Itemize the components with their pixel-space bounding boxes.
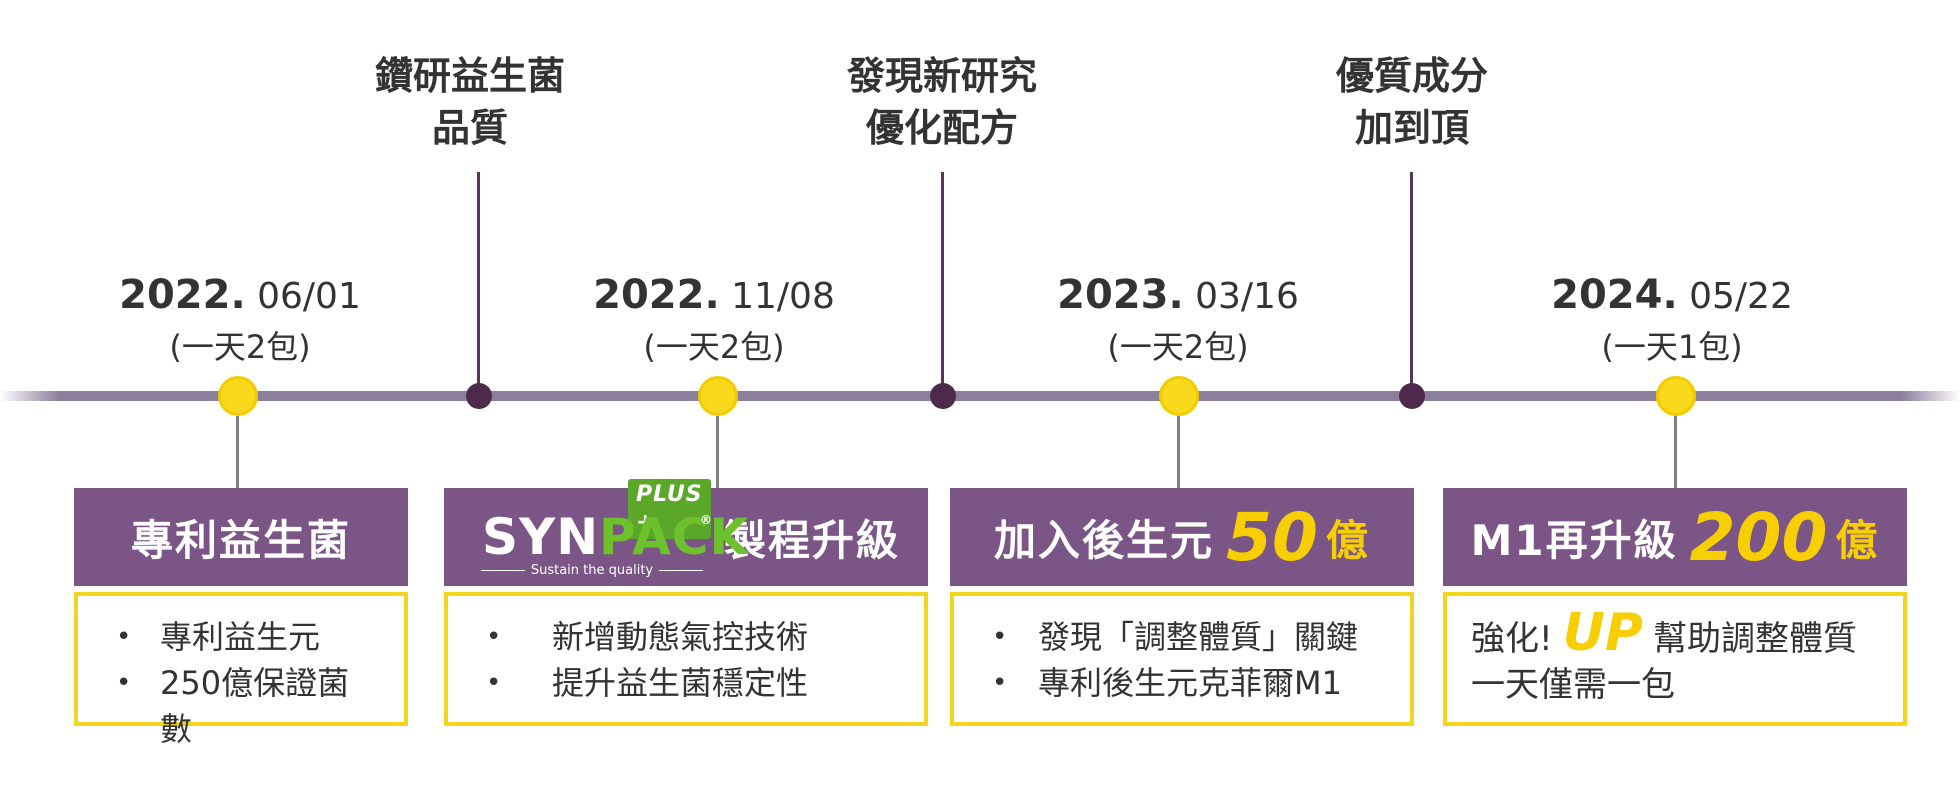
event-day: 05/22 [1689, 276, 1793, 317]
milestone-label: 優質成分 加到頂 [1262, 50, 1562, 154]
event-year: 2023. [1057, 272, 1184, 318]
synpack-logo: PLUS + SYNPACK ® Sustain the quality [472, 479, 748, 585]
card-header-unit: 億 [1835, 515, 1880, 565]
event-day: 03/16 [1195, 276, 1299, 317]
event-dot [698, 376, 738, 416]
milestone-line2: 品質 [431, 106, 508, 150]
event-date: 2022. 11/08 (一天2包) [554, 270, 874, 372]
event-note: (一天1包) [1601, 328, 1743, 366]
event-date: 2024. 05/22 (一天1包) [1512, 270, 1832, 372]
card-header-number: 50 [1226, 498, 1318, 576]
card-header: 加入後生元 50 億 [950, 488, 1414, 586]
card-body-prefix: 強化! [1471, 619, 1553, 659]
card-header-number: 200 [1689, 498, 1828, 576]
event-dot [1159, 376, 1199, 416]
event-note: (一天2包) [643, 328, 785, 366]
event-note: (一天2包) [1107, 328, 1249, 366]
event-dot [218, 376, 258, 416]
milestone-label: 鑽研益生菌 品質 [320, 50, 620, 154]
card-bullet: 專利後生元克菲爾M1 [978, 660, 1386, 706]
card-bullet: 新增動態氣控技術 [472, 614, 900, 660]
event-year: 2022. [119, 272, 246, 318]
card-bullet: 發現「調整體質」關鍵 [978, 614, 1386, 660]
milestone-stem [1410, 172, 1413, 394]
card-header-title: M1再升級 [1470, 515, 1678, 565]
card-body: 專利益生元 250億保證菌數 [74, 592, 408, 748]
event-stem [716, 416, 719, 488]
milestone-stem [941, 172, 944, 394]
event-day: 06/01 [257, 276, 361, 317]
event-year: 2024. [1551, 272, 1678, 318]
milestone-label: 發現新研究 優化配方 [792, 50, 1092, 154]
card-header-title: 加入後生元 [994, 515, 1215, 565]
milestone-line2: 加到頂 [1354, 106, 1469, 150]
synpack-plus-badge: PLUS + [627, 479, 711, 539]
card-header-unit: 億 [1325, 515, 1370, 565]
up-highlight: UP [1562, 603, 1643, 663]
milestone-line2: 優化配方 [865, 106, 1018, 150]
card-header-title: 專利益生菌 [130, 515, 351, 565]
event-stem [236, 416, 239, 488]
event-date: 2023. 03/16 (一天2包) [1018, 270, 1338, 372]
milestone-dot [930, 383, 956, 409]
synpack-wordmark: SYNPACK [481, 508, 750, 566]
event-note: (一天2包) [169, 328, 311, 366]
milestone-line1: 優質成分 [1335, 54, 1488, 98]
event-stem [1177, 416, 1180, 488]
milestone-dot [466, 383, 492, 409]
card-bullet: 250億保證菌數 [102, 660, 380, 752]
event-date: 2022. 06/01 (一天2包) [80, 270, 400, 372]
card-header: 專利益生菌 [74, 488, 408, 586]
card-body: 發現「調整體質」關鍵 專利後生元克菲爾M1 [950, 592, 1414, 726]
synpack-tagline: Sustain the quality [472, 563, 712, 578]
milestone-line1: 發現新研究 [846, 54, 1037, 98]
event-year: 2022. [593, 272, 720, 318]
milestone-dot [1399, 383, 1425, 409]
event-day: 11/08 [731, 276, 835, 317]
milestone-stem [477, 172, 480, 394]
event-dot [1656, 376, 1696, 416]
card-body-line2: 一天僅需一包 [1471, 665, 1675, 705]
card-header: M1再升級 200 億 [1443, 488, 1907, 586]
milestone-line1: 鑽研益生菌 [374, 54, 565, 98]
card-bullet: 專利益生元 [102, 614, 380, 660]
card-body: 新增動態氣控技術 提升益生菌穩定性 [444, 592, 928, 726]
card-header-title: 製程升級 [723, 515, 900, 565]
registered-mark: ® [699, 513, 714, 527]
card-bullet: 提升益生菌穩定性 [472, 660, 900, 706]
timeline-line [0, 391, 1960, 401]
event-stem [1674, 416, 1677, 488]
card-header: PLUS + SYNPACK ® Sustain the quality 製程升… [444, 479, 928, 586]
card-body-suffix: 幫助調整體質 [1652, 619, 1857, 659]
